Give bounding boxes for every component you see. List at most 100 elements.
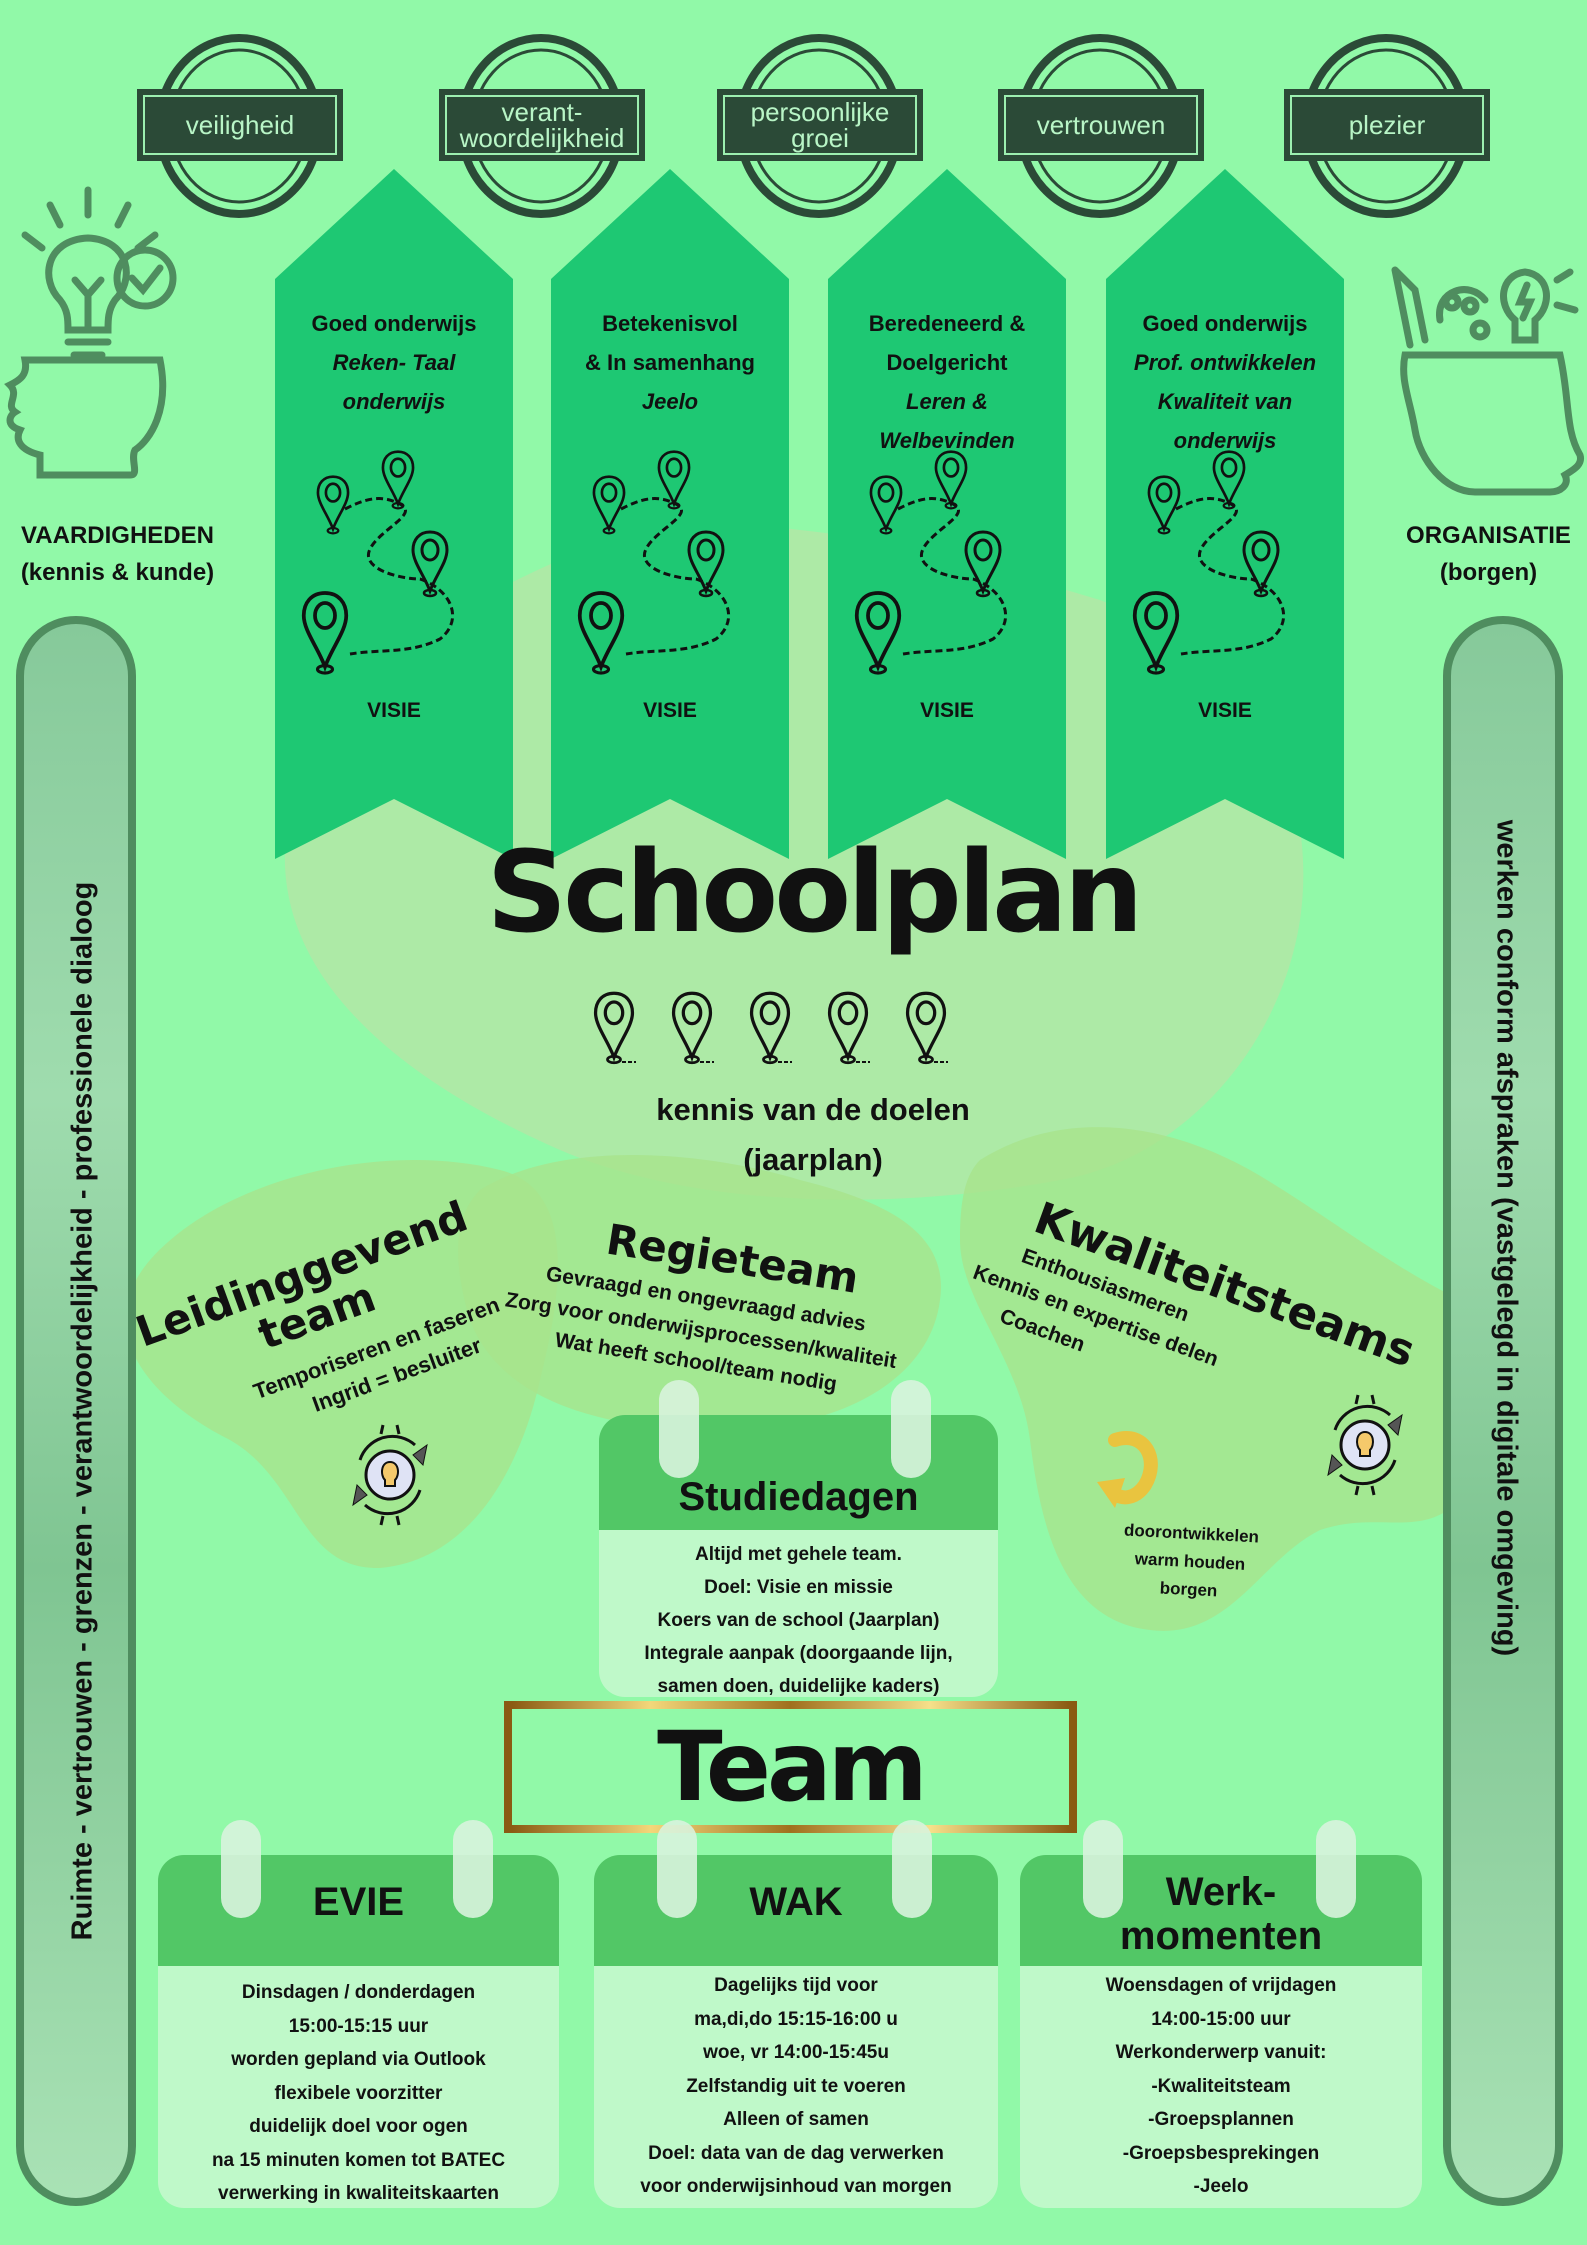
calendar-ring [891,1380,931,1478]
visie-label: VISIE [367,699,421,722]
left-pillar-text: Ruimte - vertrouwen - grenzen - verantwo… [66,881,99,1941]
arrow-shape [275,169,513,859]
value-badge-veiligheid: veiligheid [119,31,359,221]
goal-pins [592,990,972,1070]
goals-knowledge: kennis van de doelen [656,1092,970,1127]
calendar-ring [657,1820,697,1918]
card-title: Werk- momenten [1119,1870,1323,1958]
arrow-italic-line: Reken- Taal [332,350,456,375]
arrow-italic-line: onderwijs [1173,428,1277,453]
card-line: Dinsdagen / donderdagen [241,1982,476,2003]
right-heading: ORGANISATIE (borgen) [1390,517,1587,591]
right-title: ORGANISATIE [1406,522,1571,549]
card-line: worden gepland via Outlook [231,2049,486,2070]
head-ideas-icon [1391,266,1585,496]
route-pins-icon [577,450,730,675]
value-label: plezier [1284,89,1490,161]
value-label: verant- woordelijkheid [439,89,645,161]
pin-icon [593,991,636,1065]
calendar-ring [453,1820,493,1918]
right-pillar-text: werken conform afspraken (vastgelegd in … [1490,819,1523,1657]
arrow-italic-line: Prof. ontwikkelen [1133,350,1317,375]
pin-icon [671,991,714,1065]
refresh-arrow-icon [1097,1431,1158,1508]
card-line: duidelijk doel voor ogen [249,2116,468,2137]
card-line: Alleen of samen [723,2109,869,2130]
left-title: VAARDIGHEDEN [21,522,214,549]
value-badge-verantwoordelijkheid: verant- woordelijkheid [421,31,661,221]
left-subtitle: (kennis & kunde) [20,559,215,586]
lightbulb-cycle-icon [1327,1394,1403,1496]
pin-icon [827,991,870,1065]
arrow-line: Goed onderwijs [1142,311,1308,336]
card-line: 14:00-15:00 uur [1151,2008,1291,2030]
arrow-line: Goed onderwijs [311,311,477,336]
visie-label: VISIE [643,699,697,722]
right-subtitle: (borgen) [1439,559,1538,586]
arrow-line: Doelgericht [886,350,1008,375]
schoolplan-subtitle: kennis van de doelen (jaarplan) [513,1085,1113,1185]
studiedagen-card: Altijd met gehele team. Doel: Visie en m… [599,1380,998,1697]
card-line: -Groepsplannen [1148,2109,1294,2130]
arrow-italic-line: Leren & [906,389,988,414]
arrow-italic-line: Kwaliteit van [1157,389,1293,414]
calendar-ring [221,1820,261,1918]
card-line: Zelfstandig uit te voeren [686,2075,906,2097]
arrow-line: Beredeneerd & [868,311,1026,336]
value-badge-persoonlijke-groei: persoonlijke groei [699,31,939,221]
card-title: WAK [749,1880,843,1924]
card-line: -Groepsbesprekingen [1122,2142,1320,2164]
pin-icon [749,991,792,1065]
visie-label: VISIE [1198,699,1252,722]
arrow-italic-line: onderwijs [342,389,446,414]
arrow-line: Betekenisvol [602,311,738,336]
arrow-shape [1106,169,1344,859]
card-line: voor onderwijsinhoud van morgen [640,2176,952,2197]
calendar-ring [659,1380,699,1478]
arrow-shape [551,169,789,859]
card-line: verwerking in kwaliteitskaarten [218,2183,499,2204]
value-label: persoonlijke groei [717,89,923,161]
schoolplan-title: Schoolplan [486,828,1144,958]
card-line: Dagelijks tijd voor [714,1975,878,1996]
lightbulb-cycle-icon [352,1424,428,1526]
arrow-italic-line: Welbevinden [879,428,1015,453]
right-pillar [1443,616,1563,2206]
card-line: na 15 minuten komen tot BATEC [211,2149,506,2171]
pin-icon [905,991,948,1065]
calendar-ring [892,1820,932,1918]
value-badge-vertrouwen: vertrouwen [980,31,1220,221]
visie-label: VISIE [920,699,974,722]
studiedagen-title: Studiedagen [678,1475,919,1519]
jaarplan: (jaarplan) [743,1142,883,1177]
card-line: Werkonderwerp vanuit: [1115,2042,1327,2063]
left-pillar [16,616,136,2206]
calendar-body: Dagelijks tijd voor ma,di,do 15:15-16:00 … [594,1966,998,2208]
calendar-ring [1316,1820,1356,1918]
calendar-ring [1083,1820,1123,1918]
value-label: veiligheid [137,89,343,161]
route-pins-icon [301,450,454,675]
route-pins-icon [1132,450,1285,675]
card-line: ma,di,do 15:15-16:00 u [694,2008,898,2030]
card-title: EVIE [312,1880,405,1924]
schedule-card: Dagelijks tijd voor ma,di,do 15:15-16:00 … [594,1820,998,2208]
arrow-line: & In samenhang [585,350,755,375]
card-line: Woensdagen of vrijdagen [1105,1975,1337,1996]
calendar-body: Altijd met gehele team. Doel: Visie en m… [599,1530,998,1697]
route-pins-icon [854,450,1007,675]
card-line: -Jeelo [1193,2176,1249,2197]
team-box: Team [504,1701,1077,1833]
card-line: Doel: data van de dag verwerken [648,2142,944,2164]
team-title: Team [657,1711,928,1823]
